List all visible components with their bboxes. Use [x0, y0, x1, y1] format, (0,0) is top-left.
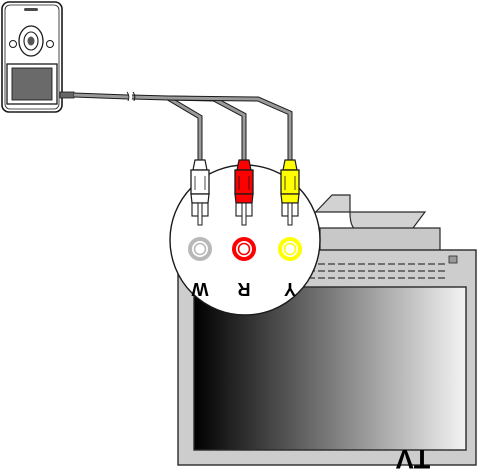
- camera-button-right: [46, 40, 54, 48]
- tv: TV: [177, 194, 477, 470]
- camera: [1, 1, 63, 113]
- plug-y: [280, 159, 300, 226]
- jack-w: [188, 237, 212, 261]
- jack-label-w: W: [192, 279, 209, 299]
- camera-jack: [59, 91, 75, 99]
- jack-y: [278, 237, 302, 261]
- plug-w: [190, 159, 210, 226]
- av-cable: [59, 91, 293, 160]
- rca-plugs: [190, 159, 300, 226]
- plug-r: [234, 159, 254, 226]
- tv-indicator: [448, 255, 458, 264]
- jack-label-r: R: [238, 279, 251, 299]
- jack-label-y: Y: [284, 279, 296, 299]
- camera-button-left: [9, 40, 17, 48]
- tv-label: TV: [396, 444, 431, 470]
- jack-r: [232, 237, 256, 261]
